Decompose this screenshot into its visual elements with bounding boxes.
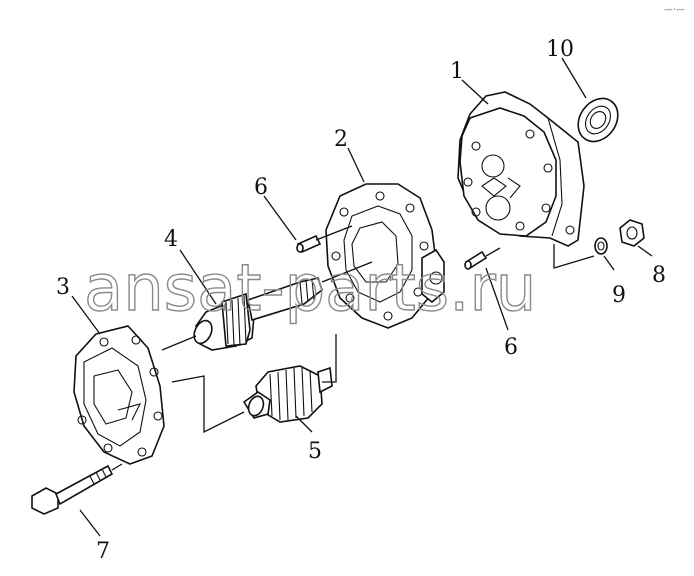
assembly-lines [111, 225, 595, 471]
callout-2: 2 [334, 127, 348, 152]
part-8-nut [619, 219, 645, 247]
callout-10: 10 [546, 37, 574, 62]
callout-3: 3 [56, 275, 70, 300]
part-3-rear-cover [73, 325, 165, 465]
corner-mark: —·— [664, 5, 685, 15]
part-4-drive-gear-shaft [193, 277, 323, 351]
callout-4: 4 [164, 227, 178, 252]
part-9-washer [594, 237, 608, 255]
callout-9: 9 [612, 283, 626, 308]
callout-5: 5 [308, 439, 322, 464]
part-7-bolt [31, 464, 114, 515]
callout-6-left: 6 [254, 175, 268, 200]
callout-8: 8 [652, 263, 666, 288]
part-6-dowel-pin-right [464, 250, 488, 270]
callout-7: 7 [96, 539, 110, 564]
leader-lines [71, 57, 653, 537]
watermark: ansat-parts.ru [84, 252, 536, 326]
part-2-pump-body [325, 183, 445, 329]
part-6-dowel-pin-left [296, 234, 322, 254]
part-5-driven-gear [242, 365, 333, 423]
part-1-cover-flange [457, 91, 585, 247]
callout-1: 1 [450, 59, 464, 84]
part-10-bearing [577, 97, 619, 143]
callout-6-right: 6 [504, 335, 518, 360]
